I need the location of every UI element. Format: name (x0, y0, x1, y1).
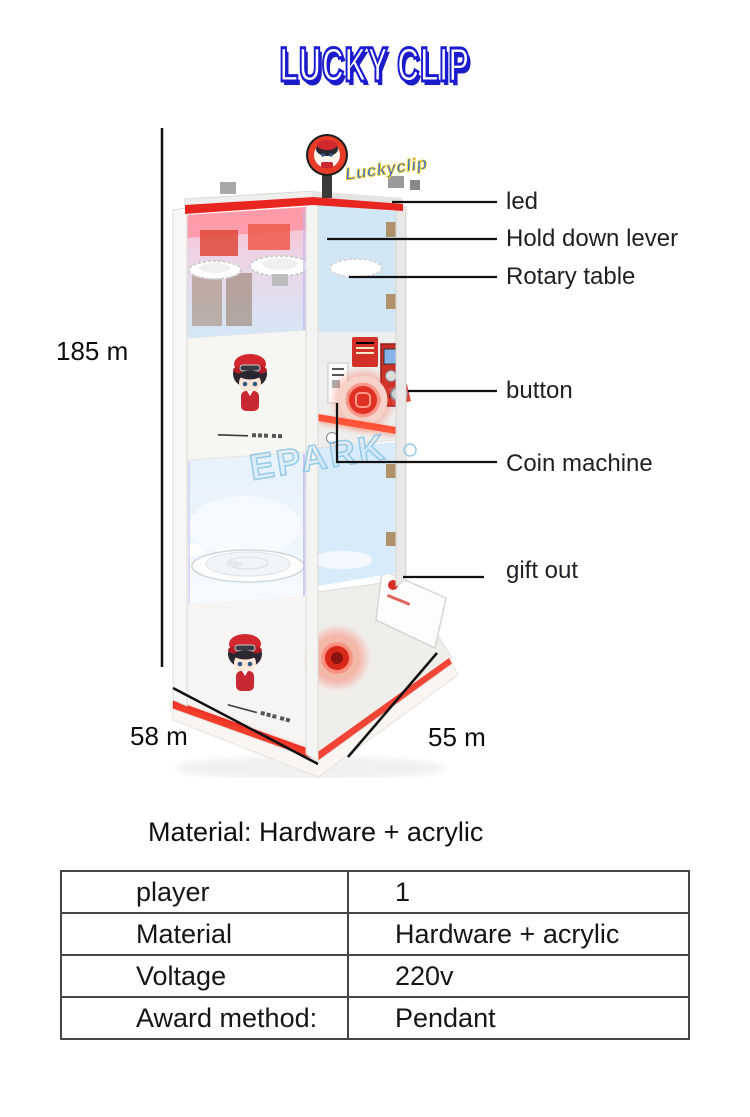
spec-table: player 1 Material Hardware + acrylic Vol… (60, 870, 690, 1040)
callout-gift-out: gift out (506, 557, 579, 584)
hinge (386, 294, 397, 309)
table-row: Material Hardware + acrylic (60, 912, 690, 956)
callout-hold-down-lever: Hold down lever (506, 225, 679, 252)
hinge (386, 464, 397, 478)
spec-name: Voltage (60, 954, 349, 998)
table-row: Voltage 220v (60, 954, 690, 998)
dimension-depth-label: 55 m (428, 722, 486, 752)
spec-value: Hardware + acrylic (347, 912, 690, 956)
callout-rotary-table: Rotary table (506, 263, 636, 290)
dimension-width-label: 58 m (130, 721, 188, 751)
material-note: Material: Hardware + acrylic (148, 817, 484, 847)
gift-door (375, 568, 447, 650)
spec-name: Award method: (60, 996, 349, 1040)
rotary-tables (188, 255, 383, 286)
callout-button: button (506, 377, 573, 404)
hinge (386, 532, 397, 546)
lower-glass-section (162, 442, 397, 604)
page-title: LUCKY CLIP (0, 38, 750, 94)
machine-roof (184, 176, 420, 214)
upper-glass-section (187, 204, 397, 338)
logo-sign-text: Luckyclip (344, 154, 429, 184)
spec-value: 220v (347, 954, 690, 998)
claw-machine-illustration: EPARK Luckyclip (162, 134, 459, 778)
spec-value: Pendant (347, 996, 690, 1040)
turntable-platter (191, 549, 305, 583)
spec-name: player (60, 870, 349, 914)
spec-value: 1 (347, 870, 690, 914)
dimension-height-label: 185 m (56, 336, 129, 366)
table-row: Award method: Pendant (60, 996, 690, 1040)
table-row: player 1 (60, 870, 690, 914)
page-title-text: LUCKY CLIP (279, 38, 471, 94)
callout-coin-machine: Coin machine (506, 450, 653, 477)
roof-led-strip (185, 197, 313, 214)
hinge (386, 222, 397, 237)
callout-led: led (506, 188, 539, 215)
spec-name: Material (60, 912, 349, 956)
frame-pillars (172, 199, 407, 763)
